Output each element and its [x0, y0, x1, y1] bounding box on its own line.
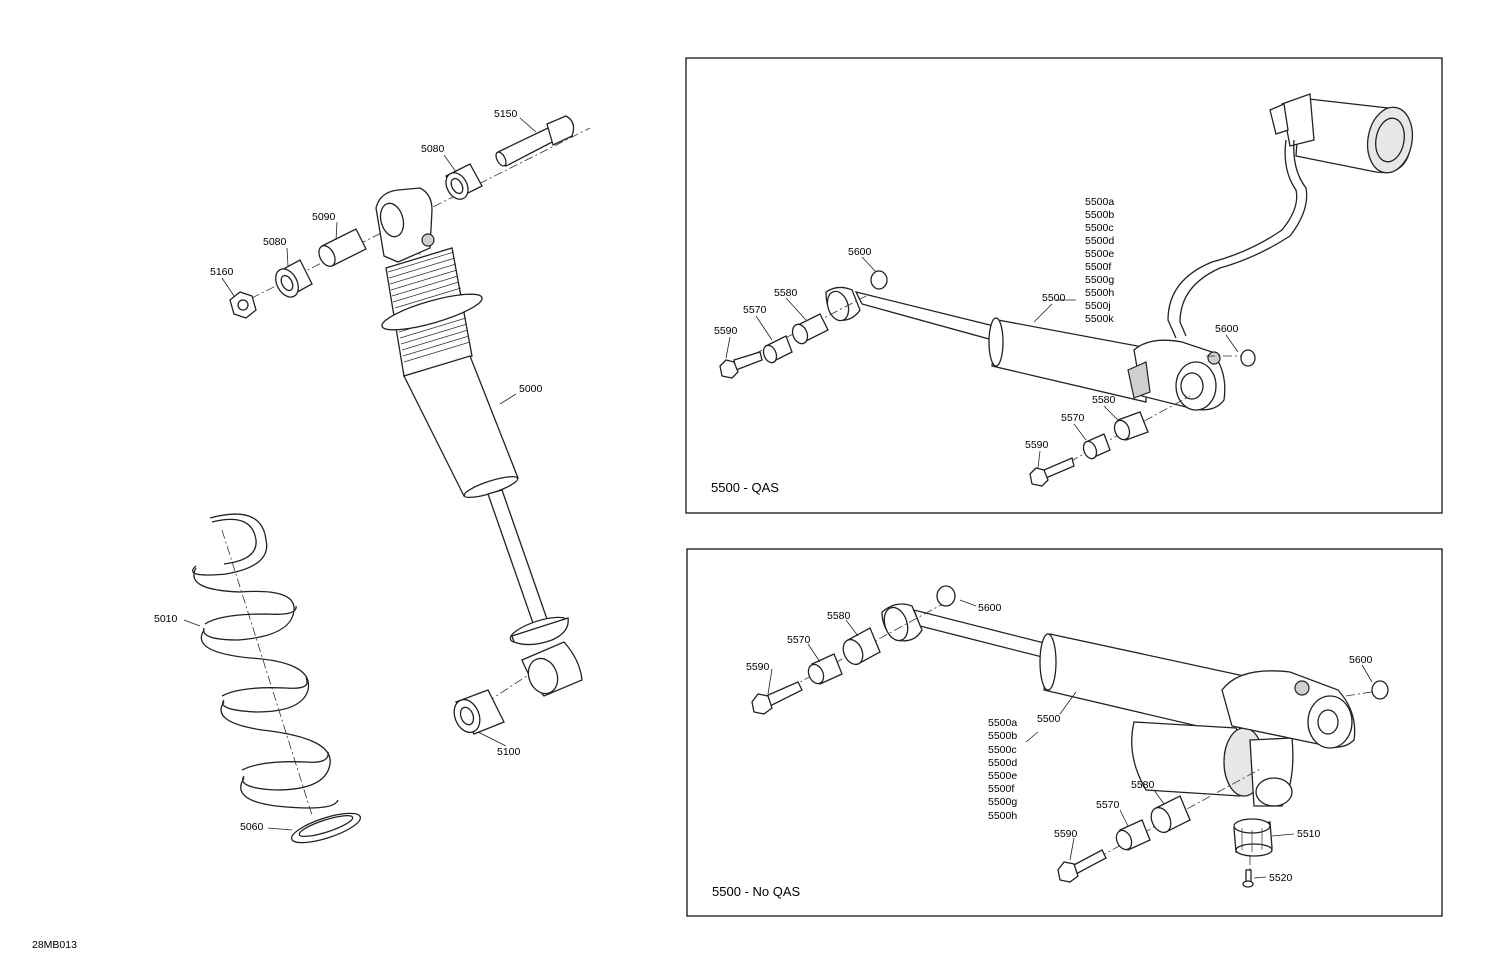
qas-shock: [825, 286, 1226, 411]
qas-callout-5590-right: 5590: [1025, 439, 1049, 451]
noqas-hardware-left: [751, 585, 956, 715]
noqas-callout-5580-upper: 5580: [827, 610, 851, 622]
noqas-variant: 5500e: [988, 770, 1017, 782]
part-5080-upper: [445, 163, 483, 200]
qas-variant: 5500k: [1085, 313, 1114, 325]
qas-hardware-left: [719, 270, 888, 379]
noqas-variant: 5500d: [988, 757, 1017, 769]
figure-code: 28MB013: [32, 939, 77, 951]
qas-variant: 5500d: [1085, 235, 1114, 247]
qas-variant: 5500c: [1085, 222, 1114, 234]
noqas-callout-5580-lower: 5580: [1131, 779, 1155, 791]
noqas-variant: 5500g: [988, 796, 1017, 808]
part-5000-shock: [375, 187, 583, 697]
part-5510-knob: [1233, 818, 1273, 857]
qas-callout-5590-left: 5590: [714, 325, 738, 337]
panel-noqas-frame: [686, 548, 1443, 917]
noqas-callouts: 5600 5580 5570 5590 5500 5600 5580 5570 …: [746, 602, 1373, 884]
callout-5000: 5000: [519, 383, 543, 395]
qas-variant: 5500a: [1085, 196, 1114, 208]
part-5010-spring: [191, 513, 339, 816]
noqas-variant: 5500c: [988, 744, 1017, 756]
callout-5090: 5090: [312, 211, 336, 223]
noqas-panel-title: 5500 - No QAS: [712, 884, 800, 899]
noqas-hardware-right: [1057, 680, 1389, 883]
noqas-variant: 5500h: [988, 810, 1017, 822]
noqas-callout-5500: 5500: [1037, 713, 1061, 725]
callout-5150: 5150: [494, 108, 518, 120]
part-5060-seat: [290, 812, 362, 844]
qas-callout-5570-right: 5570: [1061, 412, 1085, 424]
qas-panel-title: 5500 - QAS: [711, 480, 779, 495]
qas-variant: 5500b: [1085, 209, 1114, 221]
qas-reservoir: [1269, 93, 1414, 174]
qas-variant: 5500f: [1085, 261, 1111, 273]
left-callouts: 5150 5080 5090 5080 5160 5000 5010 5100 …: [154, 108, 543, 833]
qas-callout-5600-right: 5600: [1215, 323, 1239, 335]
noqas-callout-5570-upper: 5570: [787, 634, 811, 646]
callout-5080-upper: 5080: [421, 143, 445, 155]
callout-5160: 5160: [210, 266, 234, 278]
callout-5060: 5060: [240, 821, 264, 833]
qas-variant: 5500h: [1085, 287, 1114, 299]
callout-5080-lower: 5080: [263, 236, 287, 248]
qas-variant: 5500e: [1085, 248, 1114, 260]
qas-callout-5580-right: 5580: [1092, 394, 1116, 406]
part-5160-nut: [229, 291, 257, 319]
part-5150-bolt: [495, 115, 575, 167]
noqas-callout-5590-lower: 5590: [1054, 828, 1078, 840]
noqas-callout-5590-upper: 5590: [746, 661, 770, 673]
qas-variant: 5500j: [1085, 300, 1111, 312]
qas-callout-5600-left: 5600: [848, 246, 872, 258]
left-assembly: 5150 5080 5090 5080 5160 5000 5010 5100 …: [154, 108, 591, 844]
panel-qas: 5600 5580 5570 5590 5500 5600 5580 5570 …: [685, 57, 1443, 514]
qas-variant: 5500g: [1085, 274, 1114, 286]
noqas-variant-list: 5500a 5500b 5500c 5500d 5500e 5500f 5500…: [988, 717, 1017, 822]
part-5090-sleeve: [318, 228, 367, 267]
panel-qas-frame: [685, 57, 1443, 514]
qas-hardware-right: [1029, 349, 1256, 487]
noqas-callout-5600-upper: 5600: [978, 602, 1002, 614]
callout-5100: 5100: [497, 746, 521, 758]
callout-5010: 5010: [154, 613, 178, 625]
qas-callout-5580-left: 5580: [774, 287, 798, 299]
noqas-callout-5520: 5520: [1269, 872, 1293, 884]
part-5520-screw: [1242, 869, 1254, 888]
qas-callout-5570-left: 5570: [743, 304, 767, 316]
noqas-callout-5510: 5510: [1297, 828, 1321, 840]
part-5080-lower: [275, 259, 313, 298]
noqas-variant: 5500b: [988, 730, 1017, 742]
qas-callouts: 5600 5580 5570 5590 5500 5600 5580 5570 …: [714, 246, 1239, 451]
noqas-variant: 5500a: [988, 717, 1017, 729]
noqas-shock: [881, 603, 1356, 807]
panel-noqas: 5600 5580 5570 5590 5500 5600 5580 5570 …: [686, 548, 1443, 917]
noqas-variant: 5500f: [988, 783, 1014, 795]
qas-callout-5500: 5500: [1042, 292, 1066, 304]
noqas-callout-5570-lower: 5570: [1096, 799, 1120, 811]
part-5100-bushing: [453, 689, 505, 735]
qas-variant-list: 5500a 5500b 5500c 5500d 5500e 5500f 5500…: [1085, 196, 1114, 325]
noqas-callout-5600-right: 5600: [1349, 654, 1373, 666]
